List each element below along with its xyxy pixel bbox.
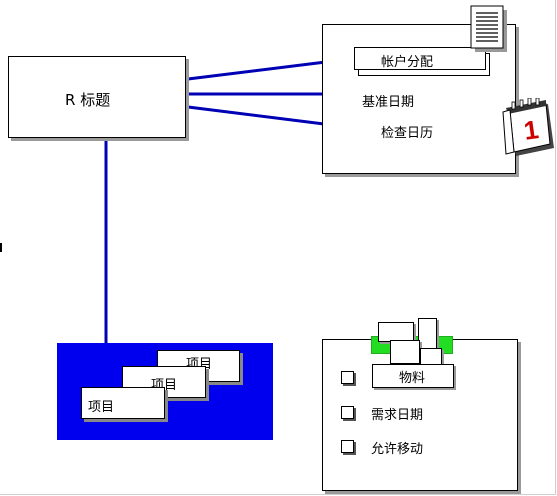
requirement-date-label: 需求日期 — [371, 408, 424, 423]
header-title: R 标题 — [65, 91, 111, 109]
header-box: R 标题 — [8, 56, 186, 138]
check-calendar-label: 检查日历 — [381, 126, 434, 141]
allow-move-label: 允许移动 — [371, 442, 424, 457]
calendar-icon: 1 — [500, 98, 556, 160]
item-card-front: 项目 — [81, 387, 165, 419]
left-edge-marker — [0, 243, 2, 252]
checkbox-material[interactable] — [341, 371, 354, 384]
checkbox-requirement-date[interactable] — [341, 406, 354, 419]
account-assignment-label: 帐户分配 — [381, 55, 434, 70]
material-icon: 物料 — [368, 318, 464, 390]
account-assignment-box: 帐户分配 — [354, 47, 486, 70]
base-date-label: 基准日期 — [362, 95, 415, 110]
document-icon — [470, 5, 507, 52]
item-label-front: 项目 — [88, 400, 115, 415]
material-base: 物料 — [372, 364, 454, 388]
material-block-c — [390, 340, 420, 364]
material-title: 物料 — [399, 371, 426, 386]
checkbox-allow-move[interactable] — [341, 440, 354, 453]
material-block-a — [378, 322, 414, 342]
